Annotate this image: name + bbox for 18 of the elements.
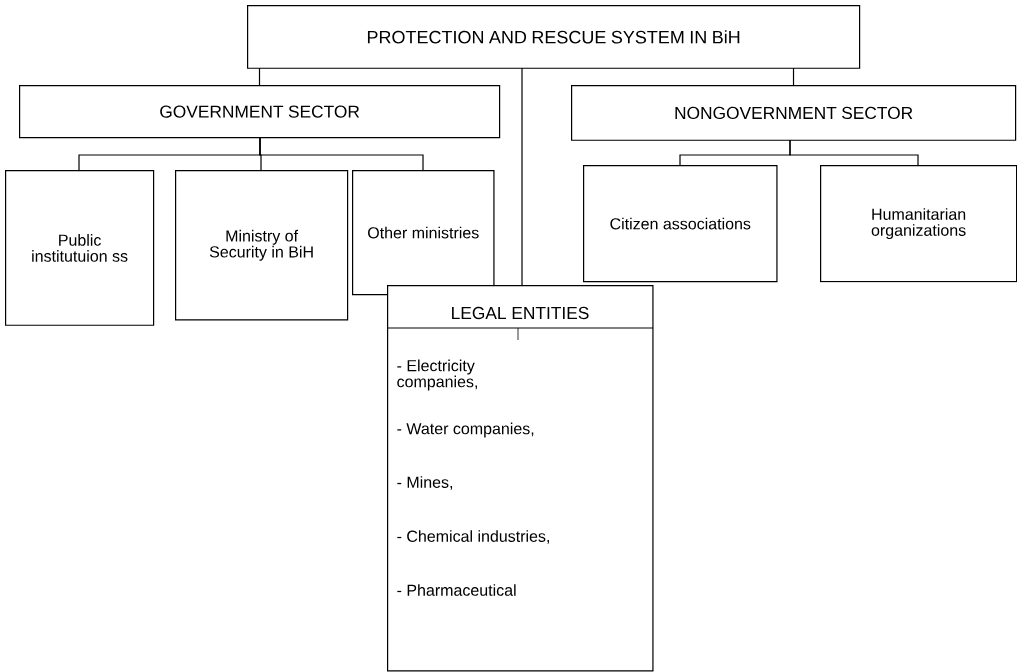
unit-box: Ministry of Security in BiH [175,170,349,321]
system-box: PROTECTION AND RESCUE SYSTEM IN BiH [247,5,861,69]
connector-line [789,139,919,166]
unit-box: Other ministries [352,170,495,296]
unit-box: Citizen associations [583,165,778,283]
unit-box: Humanitarian organizations [820,165,1017,283]
connector-line [792,67,795,86]
list-item: - Mines, [397,476,453,490]
sector-box: GOVERNMENT SECTOR [19,85,501,139]
list-item: - Chemical industries, [397,530,549,544]
list-item: - Water companies, [397,422,534,438]
connector-line [259,136,424,171]
sector-box: NONGOVERNMENT SECTOR [571,85,1017,141]
list-item: - Pharmaceutical [397,584,516,596]
connector-line [521,67,523,286]
connector-line [258,67,261,86]
list-item: - Electricity companies, [397,359,477,391]
unit-box: Public institutuion ss [5,170,155,326]
